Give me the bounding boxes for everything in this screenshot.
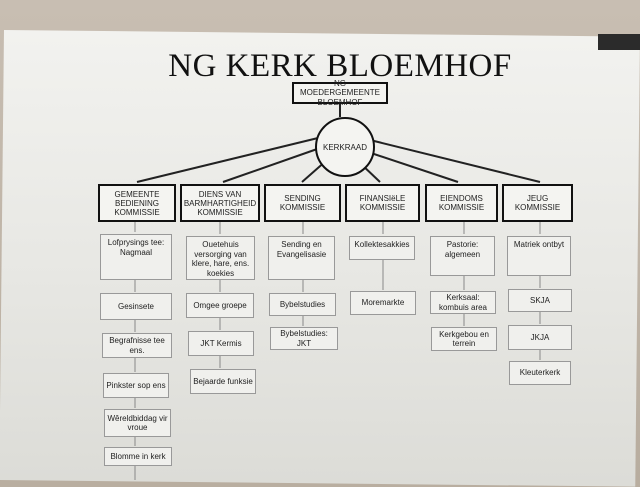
task-box: SKJA [508, 289, 572, 312]
task-box: Pinkster sop ens [103, 373, 169, 398]
tape-strip [598, 34, 640, 50]
task-box: Bybelstudies: JKT [270, 327, 338, 350]
committee-box: EIENDOMS KOMMISSIE [425, 184, 498, 222]
top-box: NG MOEDERGEMEENTE BLOEMHOF [292, 79, 388, 107]
task-box: Lofprysings tee: Nagmaal [100, 234, 172, 280]
task-box: Wêreldbiddag vir vroue [104, 409, 171, 437]
task-box: Gesinsete [100, 293, 172, 320]
task-box: JKT Kermis [188, 331, 254, 356]
task-box: Kleuterkerk [509, 361, 571, 385]
committee-box: SENDING KOMMISSIE [264, 184, 341, 222]
chart-title: NG KERK BLOEMHOF [168, 48, 512, 84]
task-box: Bejaarde funksie [190, 369, 256, 394]
task-box: JKJA [508, 325, 572, 350]
task-box: Ouetehuis versorging van klere, hare, en… [186, 236, 255, 280]
task-box: Begrafnisse tee ens. [102, 333, 172, 358]
task-box: Moremarkte [350, 291, 416, 315]
task-box: Kerkgebou en terrein [431, 327, 497, 351]
task-box: Sending en Evangelisasie [268, 236, 335, 280]
task-box: Pastorie: algemeen [430, 236, 495, 276]
council-circle: KERKRAAD [315, 117, 375, 177]
task-box: Kerksaal: kombuis area [430, 291, 496, 314]
task-box: Bybelstudies [269, 293, 336, 316]
committee-box: GEMEENTE BEDIENING KOMMISSIE [98, 184, 176, 222]
task-box: Blomme in kerk [104, 447, 172, 466]
committee-box: FINANSIëLE KOMMISSIE [345, 184, 420, 222]
committee-box: JEUG KOMMISSIE [502, 184, 573, 222]
task-box: Matriek ontbyt [507, 236, 571, 276]
task-box: Omgee groepe [186, 293, 254, 318]
task-box: Kollektesakkies [349, 236, 415, 260]
committee-box: DIENS VAN BARMHARTIGHEID KOMMISSIE [180, 184, 260, 222]
